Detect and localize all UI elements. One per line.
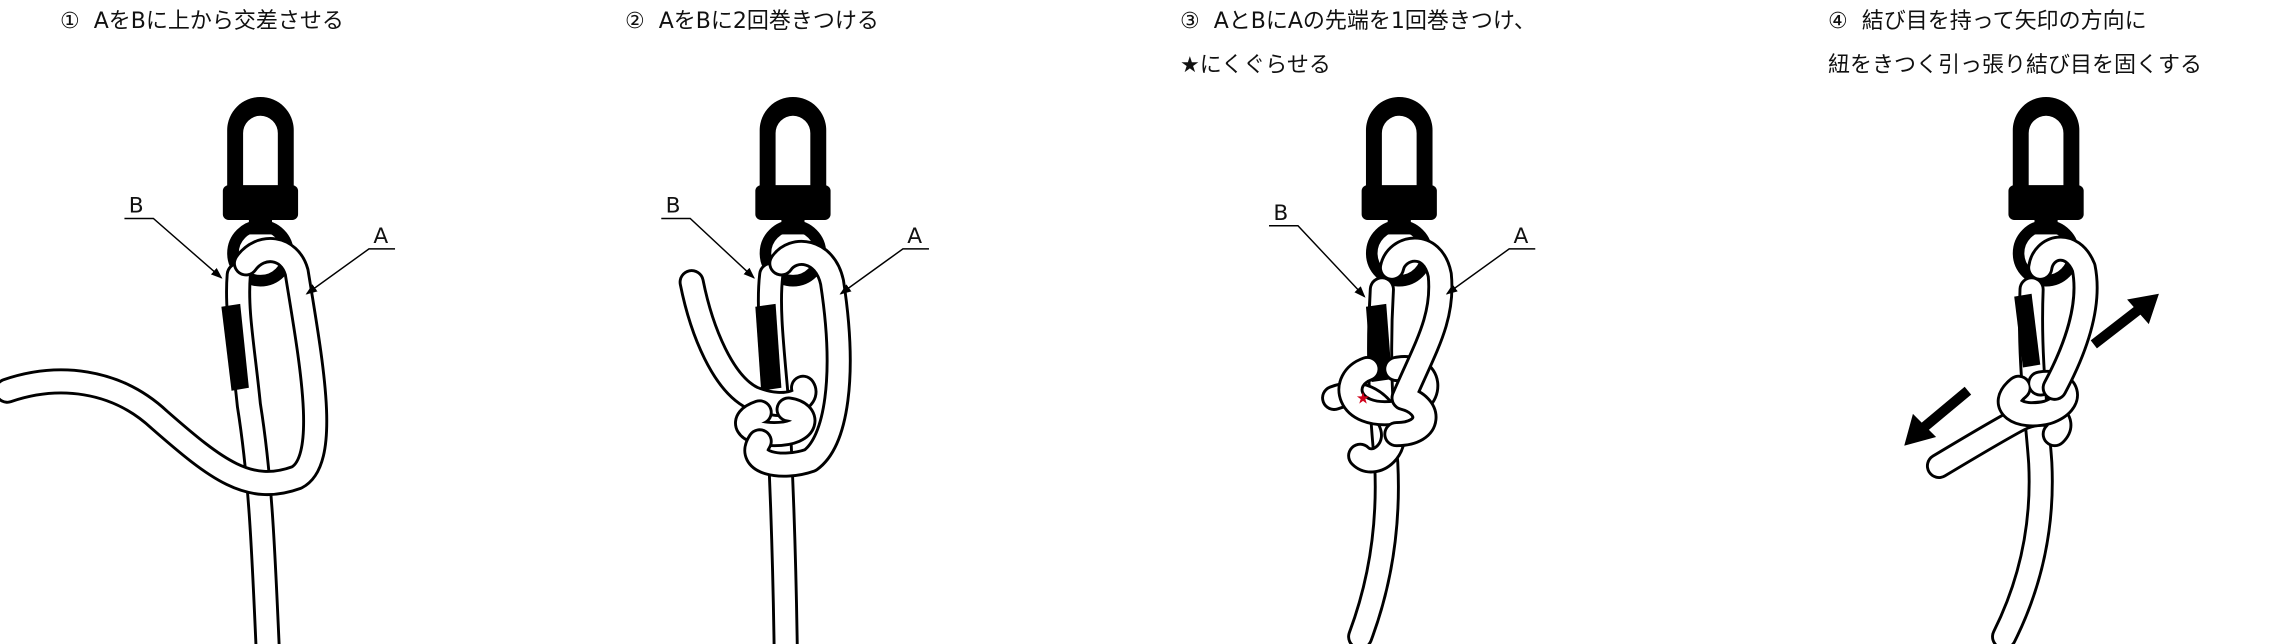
label-b: B <box>129 194 144 219</box>
step-4-text-1: 結び目を持って矢印の方向に <box>1861 9 2147 34</box>
sleeve <box>2014 293 2041 368</box>
step-3-text-1: AとBにAの先端を1回巻きつけ、 <box>1213 9 1536 34</box>
sleeve <box>221 303 249 391</box>
step-4-number: ④ <box>1828 9 1848 34</box>
step-1-number: ① <box>60 9 80 34</box>
step-2-text: AをBに2回巻きつける <box>658 9 879 34</box>
step-4-figure <box>1904 97 2159 644</box>
label-b: B <box>1273 201 1288 226</box>
step-3-number: ③ <box>1180 9 1200 34</box>
step-1-text: AをBに上から交差させる <box>93 9 344 34</box>
label-b: B <box>666 194 681 219</box>
step-3-figure: ★ B A <box>1269 97 1536 644</box>
step-3-caption: ③ AとBにAの先端を1回巻きつけ、 ★にくぐらせる <box>1180 0 1536 88</box>
step-4-caption: ④ 結び目を持って矢印の方向に 紐をきつく引っ張り結び目を固くする <box>1828 0 2202 88</box>
pull-arrow-right-icon <box>2090 293 2159 349</box>
step-1-caption: ① AをBに上から交差させる <box>60 0 344 44</box>
label-a: A <box>373 224 388 249</box>
step-2-caption: ② AをBに2回巻きつける <box>625 0 879 44</box>
star-icon: ★ <box>1356 389 1370 408</box>
step-2-number: ② <box>625 9 645 34</box>
pull-arrow-left-icon <box>1904 386 1972 446</box>
step-3-text-2: ★にくぐらせる <box>1180 53 1331 78</box>
label-a: A <box>1514 224 1529 249</box>
step-4-text-2: 紐をきつく引っ張り結び目を固くする <box>1828 53 2203 78</box>
step-1-figure: B A <box>0 97 396 644</box>
label-a: A <box>907 224 922 249</box>
step-2-figure: B A <box>661 97 929 644</box>
sleeve <box>755 303 782 391</box>
